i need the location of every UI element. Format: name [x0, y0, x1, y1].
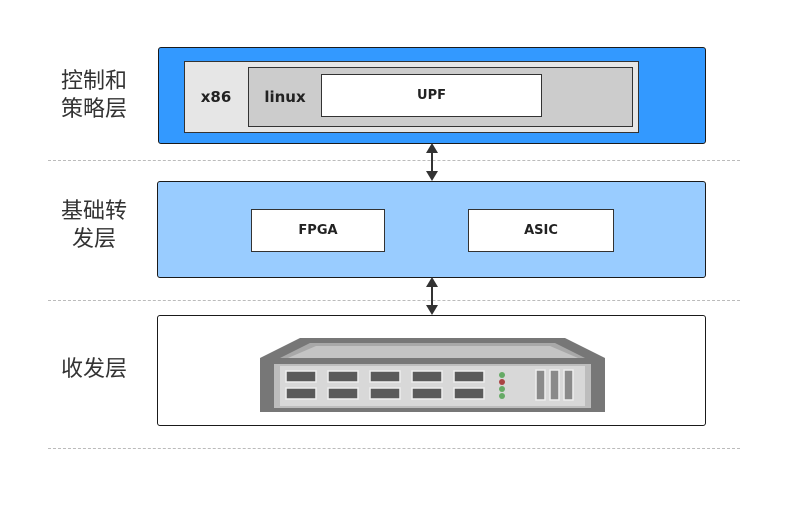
linux-label: linux: [264, 87, 306, 106]
separator-3: [48, 448, 740, 449]
control-layer-label-line2: 策略层: [60, 97, 127, 122]
forwarding-layer-label: 基础转 发层: [48, 198, 140, 254]
transceiver-layer-box: [157, 315, 706, 426]
linux-box: linux UPF: [248, 67, 633, 127]
x86-box: x86 linux UPF: [184, 61, 639, 133]
fpga-box: FPGA: [251, 209, 385, 252]
double-arrow-icon-control-forwarding: [426, 143, 438, 181]
separator-2: [48, 300, 740, 301]
control-layer-label-line1: 控制和: [60, 69, 127, 94]
forwarding-layer-label-line2: 发层: [71, 227, 116, 252]
control-layer-label: 控制和 策略层: [48, 68, 140, 124]
asic-box: ASIC: [468, 209, 614, 252]
network-switch-icon: [260, 338, 605, 412]
control-layer-box: x86 linux UPF: [158, 47, 706, 144]
forwarding-layer-label-line1: 基础转: [60, 199, 127, 224]
upf-box: UPF: [321, 74, 542, 117]
forwarding-layer-box: FPGA ASIC: [157, 181, 706, 278]
transceiver-layer-label-text: 收发层: [60, 357, 127, 382]
double-arrow-icon-forwarding-transceiver: [426, 277, 438, 315]
x86-label: x86: [200, 87, 232, 106]
separator-1: [48, 160, 740, 161]
transceiver-layer-label: 收发层: [48, 356, 140, 384]
